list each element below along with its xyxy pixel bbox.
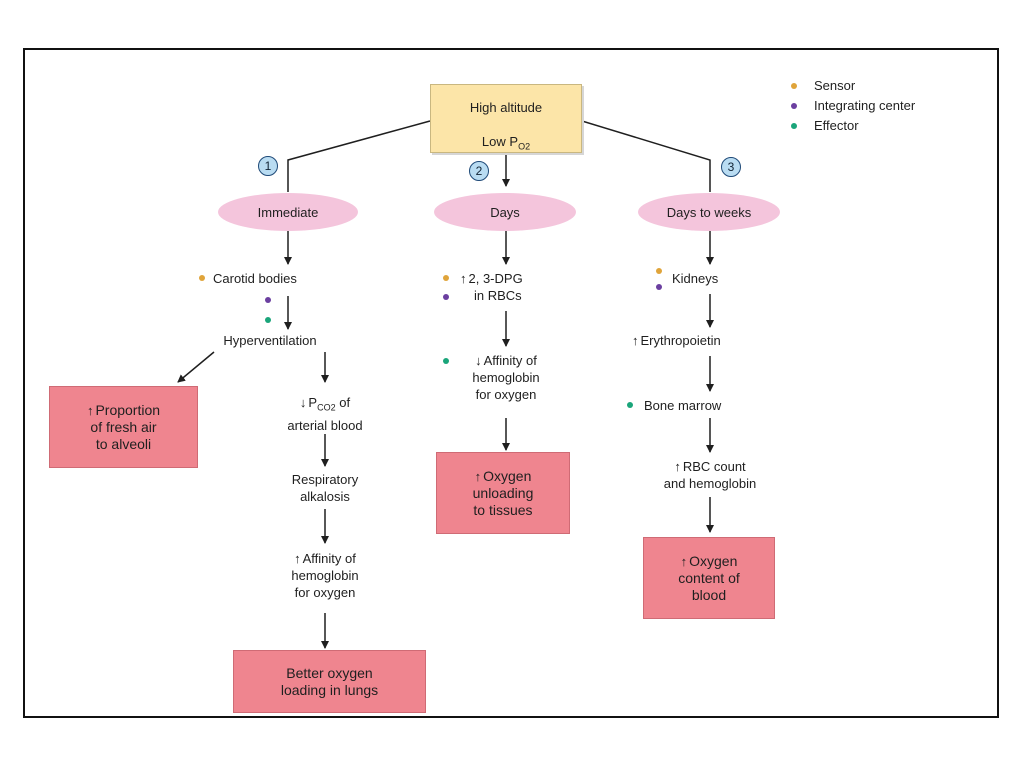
arrow-hyper-air [177,351,215,383]
up-arrow-icon: ↑ [632,333,639,348]
legend-integrating-dot [791,103,797,109]
integrating-dot [656,284,662,290]
respiratory-alkalosis-label: Respiratory alkalosis [291,472,359,504]
timescale-days-to-weeks: Days to weeks [638,193,780,231]
affinity-down-label: ↓Affinity of hemoglobin for oxygen [472,353,540,402]
result-better-loading-box: Better oxygen loading in lungs [233,650,426,713]
stimulus-line1: High altitude [469,99,543,115]
hyperventilation-label: Hyperventilation [223,333,317,348]
timescale-immediate: Immediate [218,193,358,231]
erythropoietin-label: ↑Erythropoietin [632,333,721,348]
result-unloading-box: ↑Oxygen unloading to tissues [436,452,570,534]
up-arrow-icon: ↑ [674,459,681,474]
stimulus-box: High altitude Low PO2 [430,84,582,153]
up-arrow-icon: ↑ [294,551,301,566]
carotid-bodies-label: Carotid bodies [213,271,297,286]
legend-sensor-label: Sensor [814,78,856,93]
step-number-1: 1 [258,156,278,176]
sensor-dot [199,275,205,281]
effector-dot [627,402,633,408]
stimulus-line2: Low PO2 [481,133,531,152]
timescale-days: Days [434,193,576,231]
step-number-3: 3 [721,157,741,177]
legend-effector-label: Effector [814,118,859,133]
step-number-2: 2 [469,161,489,181]
effector-dot [265,317,271,323]
down-arrow-icon: ↓ [475,353,482,368]
legend-effector-dot [791,123,797,129]
integrating-dot [265,297,271,303]
down-arrow-icon: ↓ [299,395,307,410]
result-fresh-air-box: ↑Proportion of fresh air to alveoli [49,386,198,468]
legend-integrating-label: Integrating center [814,98,916,113]
affinity-up-label: ↑Affinity of hemoglobin for oxygen [291,551,359,600]
sensor-dot [656,268,662,274]
connector-top-right [581,120,711,192]
connector-top-left [287,120,431,192]
sensor-dot [443,275,449,281]
kidneys-label: Kidneys [672,271,719,286]
result-fresh-air-text: ↑Proportion of fresh air to alveoli [86,401,161,452]
up-arrow-icon: ↑ [460,271,467,286]
rbc-count-label: ↑RBC count and hemoglobin [663,459,757,491]
bone-marrow-label: Bone marrow [644,398,722,413]
result-better-loading-text: Better oxygen loading in lungs [280,664,379,698]
legend-sensor-dot [791,83,797,89]
result-unloading-text: ↑Oxygen unloading to tissues [472,467,534,518]
pco2-label: ↓PCO2 of arterial blood [287,395,363,433]
effector-dot [443,358,449,364]
result-oxygen-content-box: ↑Oxygen content of blood [643,537,775,619]
slide-frame [23,48,999,718]
integrating-dot [443,294,449,300]
result-oxygen-content-text: ↑Oxygen content of blood [678,552,740,603]
dpg-label: ↑2, 3-DPG in RBCs [460,271,523,303]
